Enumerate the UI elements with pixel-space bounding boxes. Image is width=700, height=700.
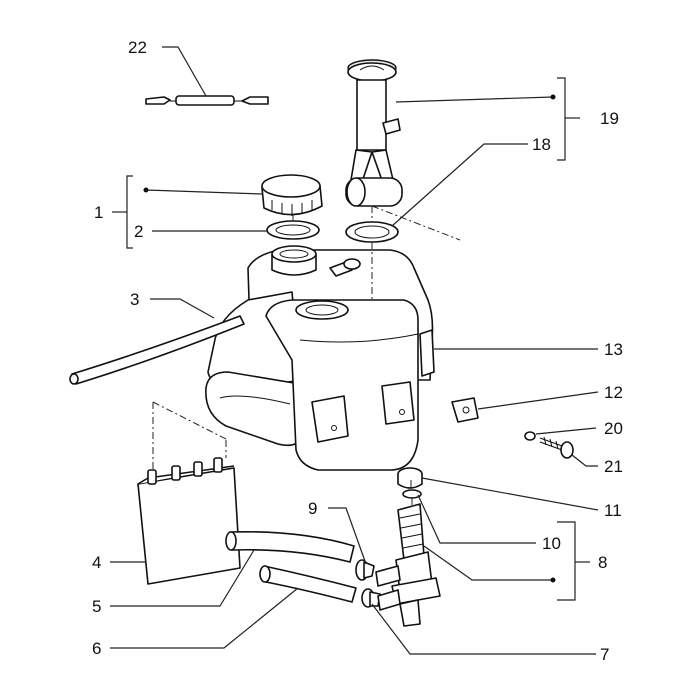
callout-4: 4: [92, 553, 101, 572]
callout-22: 22: [128, 38, 147, 57]
callout-5: 5: [92, 597, 101, 616]
callout-labels: 22 1 2 3 19 18 13 12 20 21 11 10 8 9 4 5…: [92, 38, 623, 664]
part-21-screw: [539, 436, 574, 459]
leader-lines: [110, 46, 599, 655]
part-5-fuel-hose: [225, 530, 355, 563]
callout-10: 10: [542, 534, 561, 553]
callout-3: 3: [130, 290, 139, 309]
part-13-fuel-tank: [205, 245, 435, 471]
part-7-hose-clamp: [361, 588, 381, 608]
part-18-sender-gasket: [345, 221, 399, 243]
callout-13: 13: [604, 340, 623, 359]
callout-1: 1: [94, 203, 103, 222]
callout-19: 19: [600, 109, 619, 128]
part-22-cable: [145, 95, 269, 106]
callout-20: 20: [604, 419, 623, 438]
part-4-plate: [137, 457, 241, 585]
part-1-filler-cap: [261, 174, 323, 216]
part-20-washer: [524, 431, 536, 441]
callout-2: 2: [134, 222, 143, 241]
part-2-cap-gasket: [266, 220, 320, 240]
callout-18: 18: [532, 135, 551, 154]
callout-6: 6: [92, 639, 101, 658]
callout-12: 12: [604, 383, 623, 402]
part-8-fuel-tap: [375, 503, 441, 627]
callout-9: 9: [308, 499, 317, 518]
callout-21: 21: [604, 457, 623, 476]
callout-7: 7: [600, 645, 609, 664]
part-3-breather-hose: [69, 315, 245, 385]
part-19-fuel-gauge-sender: [345, 59, 403, 207]
callout-11: 11: [604, 501, 622, 520]
callout-8: 8: [598, 553, 607, 572]
part-11-filter-cap: [397, 467, 423, 489]
part-9-hose-clamp: [355, 559, 375, 581]
part-6-fuel-hose: [259, 565, 357, 603]
part-12-clip-nut: [451, 397, 479, 423]
assembly-lines: [152, 205, 461, 506]
